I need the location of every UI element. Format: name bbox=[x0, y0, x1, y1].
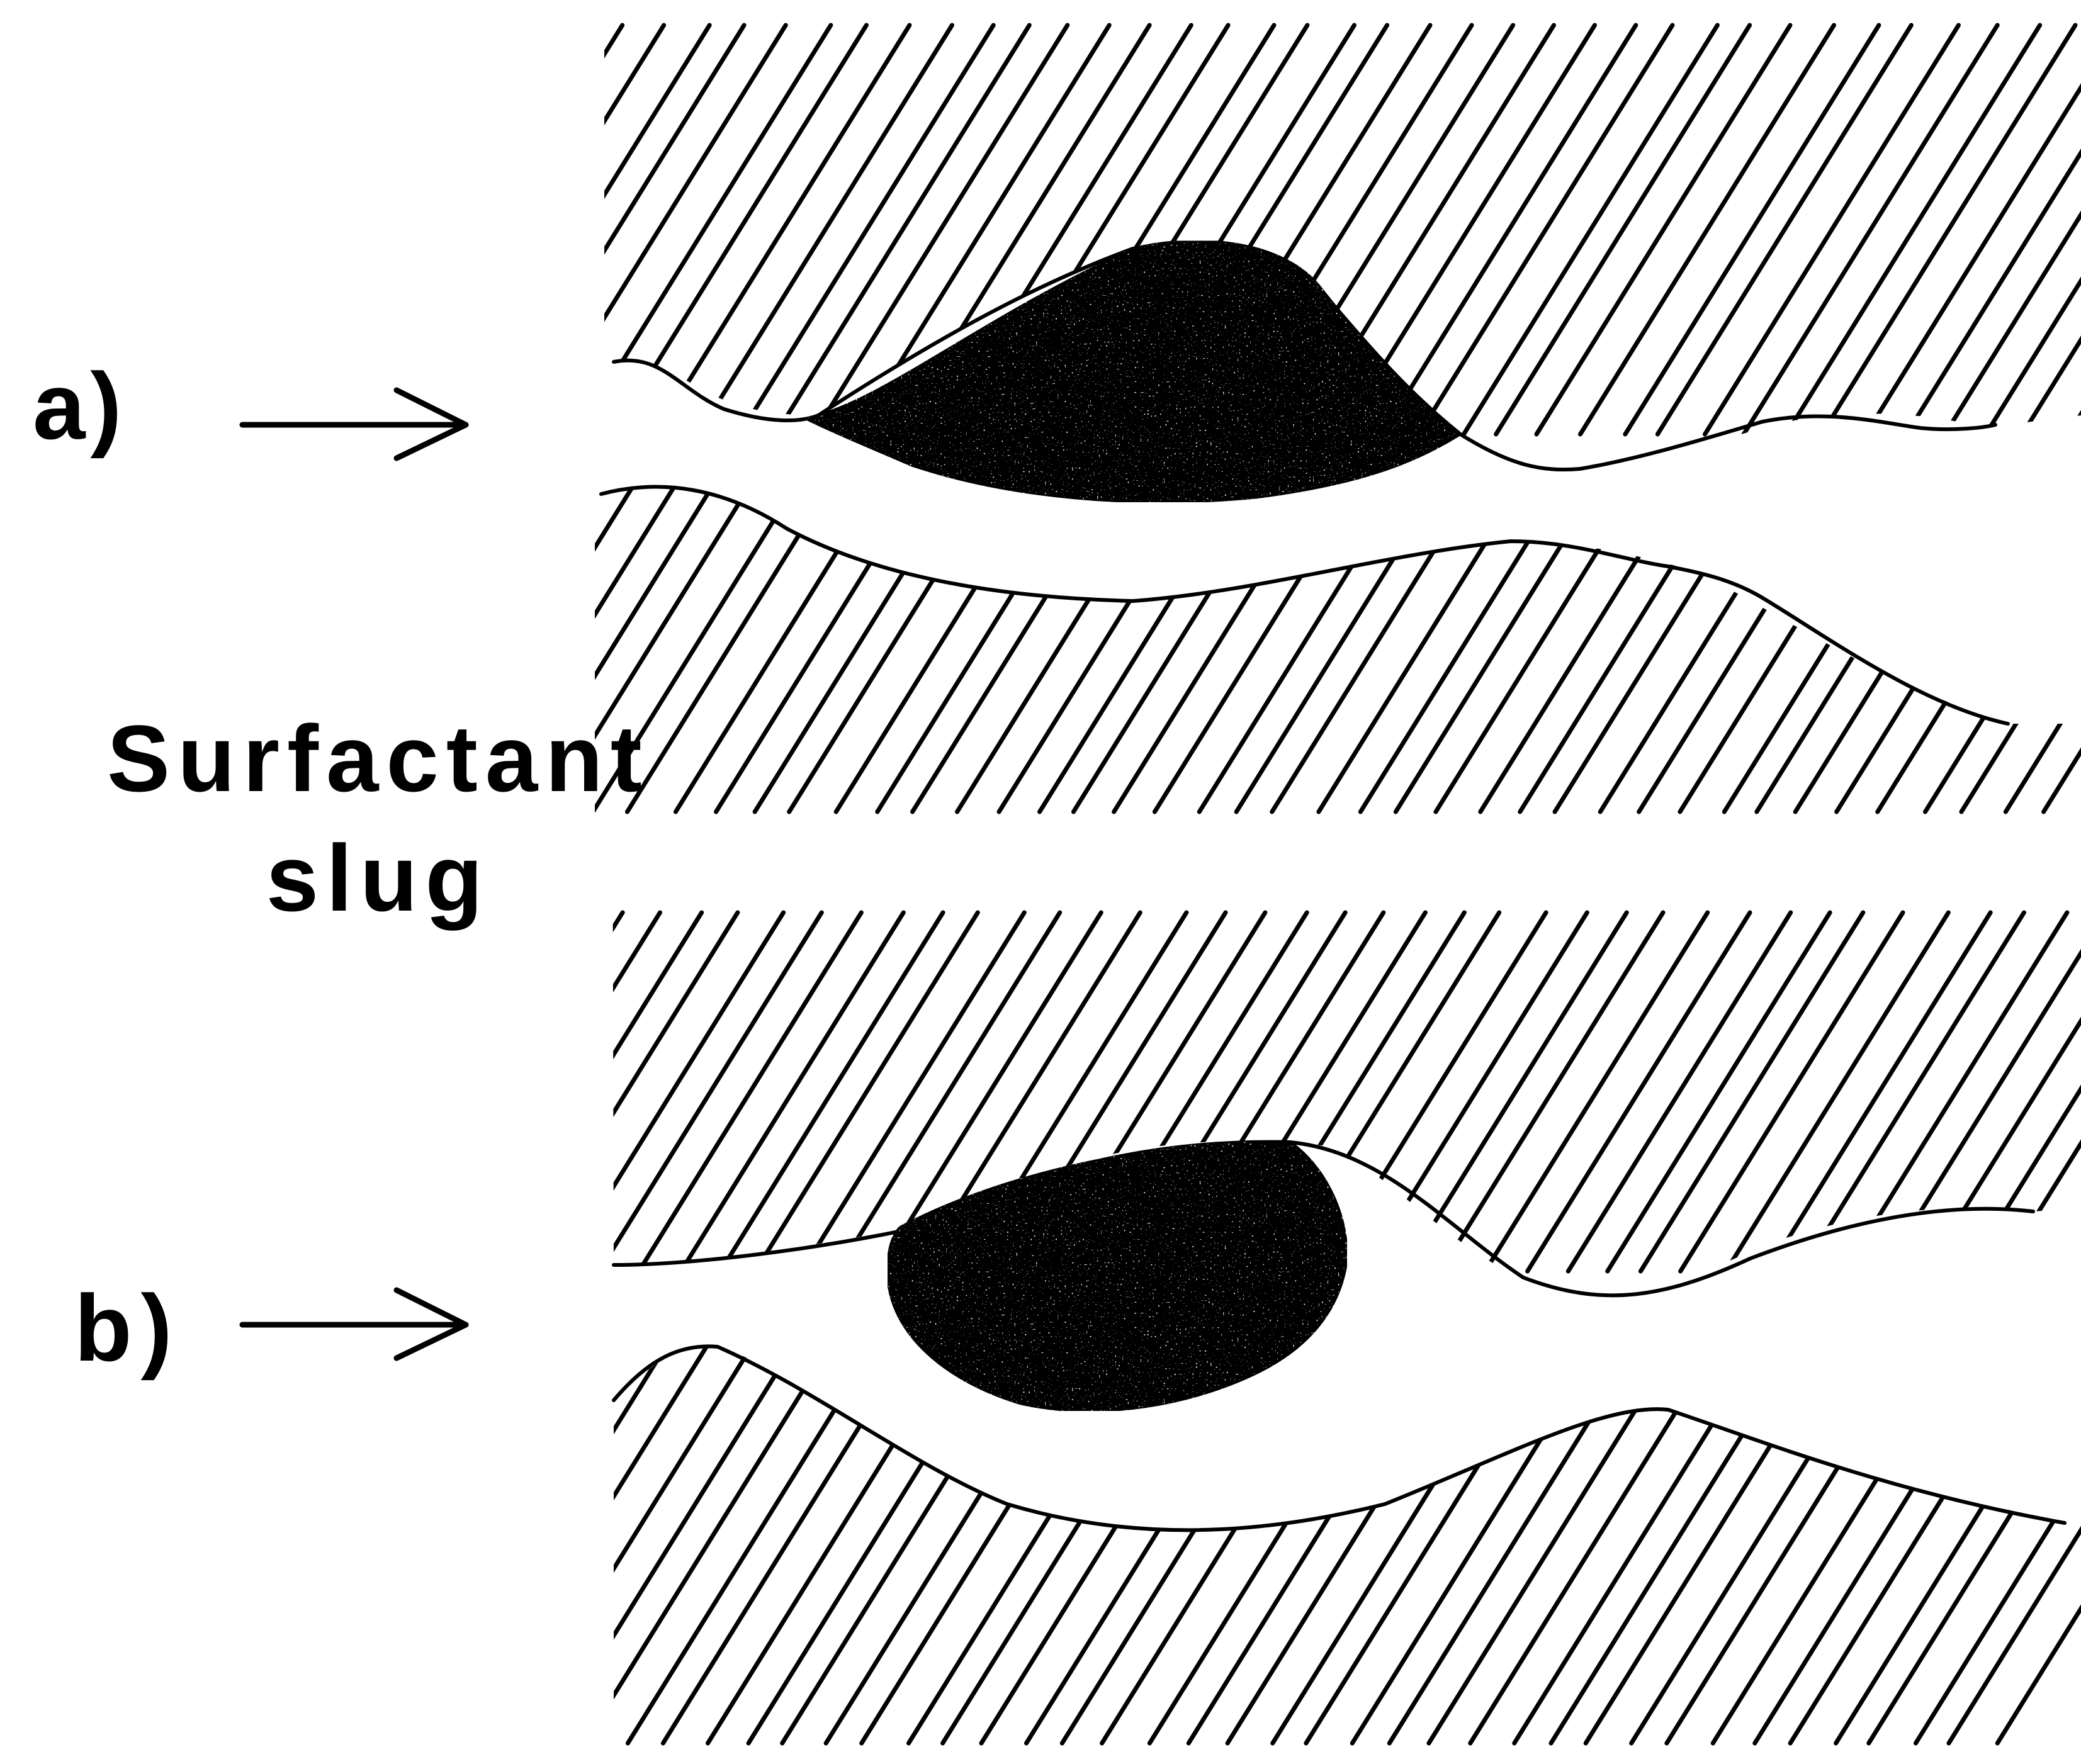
hatch-stroke bbox=[1639, 478, 1846, 812]
hatch-stroke bbox=[356, 913, 578, 1271]
hatch-stroke bbox=[259, 1328, 516, 1743]
hatch-stroke bbox=[1837, 478, 2044, 812]
hatch-stroke bbox=[1496, 25, 1750, 434]
hatch-stroke bbox=[505, 1328, 763, 1743]
hatch-stroke bbox=[343, 1328, 601, 1743]
hatch-stroke bbox=[1790, 1328, 2048, 1743]
hatch-stroke bbox=[1382, 25, 1636, 434]
hatch-stroke bbox=[1352, 1328, 1610, 1743]
hatch-stroke bbox=[2005, 478, 2081, 812]
surfactant-slug-b bbox=[888, 1142, 1347, 1411]
hatch-stroke bbox=[1705, 25, 1958, 434]
flow-arrow-b-icon bbox=[242, 1290, 466, 1358]
hatch-stroke bbox=[1961, 478, 2081, 812]
hatch-stroke bbox=[1389, 1328, 1647, 1743]
panel-label-a: a) bbox=[33, 359, 127, 453]
hatch-stroke bbox=[663, 1328, 920, 1743]
hatch-stroke bbox=[1429, 1328, 1686, 1743]
hatch-stroke bbox=[627, 478, 834, 812]
hatch-stroke bbox=[1713, 1328, 1970, 1743]
hatch-stroke bbox=[218, 1328, 475, 1743]
pore-wall-a-bottom bbox=[601, 487, 2008, 724]
hatch-stroke bbox=[1551, 1328, 1808, 1743]
hatch-stroke bbox=[297, 1328, 555, 1743]
hatch-stroke bbox=[1319, 478, 1526, 812]
hatch-stroke bbox=[748, 1328, 1006, 1743]
hatch-stroke bbox=[1520, 478, 1727, 812]
hatch-stroke bbox=[1586, 1328, 1843, 1743]
hatch-stroke bbox=[1968, 913, 2081, 1271]
pore-wall-b-bottom bbox=[614, 1346, 2065, 1530]
hatch-stroke bbox=[1949, 1328, 2081, 1743]
hatch-stroke bbox=[1419, 25, 1672, 434]
hatch-stroke bbox=[1360, 478, 1567, 812]
hatch-stroke bbox=[1154, 478, 1362, 812]
hatch-stroke bbox=[1470, 1328, 1728, 1743]
hatch-stroke bbox=[1681, 913, 1903, 1271]
hatch-stroke bbox=[2002, 913, 2081, 1271]
panel-label-b: b) bbox=[74, 1281, 181, 1375]
hatch-stroke bbox=[1514, 1328, 1772, 1743]
hatch-stroke bbox=[2047, 913, 2081, 1271]
hatch-stroke bbox=[628, 1328, 885, 1743]
hatch-stroke bbox=[1822, 25, 2075, 434]
hatch-stroke bbox=[1273, 1328, 1530, 1743]
hatch-stroke bbox=[877, 478, 1085, 812]
hatch-stroke bbox=[377, 1328, 634, 1743]
hatch-stroke bbox=[1404, 913, 1627, 1271]
surfactant-slug-a bbox=[806, 241, 1460, 502]
hatch-stroke bbox=[296, 25, 550, 434]
hatch-stroke bbox=[708, 1328, 965, 1743]
hatch-stroke bbox=[656, 25, 910, 434]
hatch-stroke bbox=[1581, 25, 1834, 434]
caption-line-1: Surfactant bbox=[107, 711, 650, 806]
hatch-stroke bbox=[1188, 1328, 1446, 1743]
hatch-stroke bbox=[612, 25, 866, 434]
hatch-stroke bbox=[253, 25, 507, 434]
hatch-stroke bbox=[1925, 478, 2081, 812]
hatch-stroke bbox=[1436, 478, 1643, 812]
hatch-stroke bbox=[1926, 913, 2081, 1271]
hatch-stroke bbox=[330, 25, 584, 434]
hatch-stroke bbox=[1866, 25, 2081, 434]
hatch-stroke bbox=[1396, 478, 1603, 812]
hatch-stroke bbox=[420, 1328, 677, 1743]
hatch-stroke bbox=[957, 478, 1165, 812]
hatch-stroke bbox=[1306, 1328, 1564, 1743]
hatch-stroke bbox=[1463, 25, 1717, 434]
hatch-stroke bbox=[913, 478, 1120, 812]
hatch-stroke bbox=[410, 25, 664, 434]
caption-line-2: slug bbox=[107, 831, 650, 925]
hatch-stroke bbox=[2044, 478, 2081, 812]
flow-arrow-a-icon bbox=[242, 390, 466, 458]
hatch-stroke bbox=[1632, 1328, 1889, 1743]
hatch-stroke bbox=[369, 25, 623, 434]
caption-label: Surfactant slug bbox=[107, 711, 650, 925]
hatch-stroke bbox=[532, 25, 786, 434]
hatch-stroke bbox=[1869, 1328, 2081, 1743]
hatch-stroke bbox=[1600, 478, 1807, 812]
hatch-stroke bbox=[1236, 478, 1443, 812]
hatch-stroke bbox=[1227, 1328, 1485, 1743]
hatch-stroke bbox=[1657, 25, 1911, 434]
hatch-stroke bbox=[317, 913, 539, 1271]
hatch-stroke bbox=[547, 1328, 804, 1743]
hatch-stroke bbox=[1324, 913, 1546, 1271]
hatch-stroke bbox=[1744, 25, 1997, 434]
hatch-stroke bbox=[1878, 478, 2081, 812]
hatch-stroke bbox=[675, 478, 883, 812]
hatch-stroke bbox=[1757, 478, 1964, 812]
hatch-stroke bbox=[1786, 25, 2040, 434]
hatch-stroke bbox=[400, 913, 623, 1271]
hatch-stroke bbox=[456, 25, 709, 434]
hatch-stroke bbox=[1997, 1328, 2081, 1743]
hatch-stroke bbox=[479, 913, 701, 1271]
hatch-stroke bbox=[1680, 478, 1887, 812]
hatch-stroke bbox=[836, 478, 1043, 812]
hatch-stroke bbox=[461, 1328, 718, 1743]
